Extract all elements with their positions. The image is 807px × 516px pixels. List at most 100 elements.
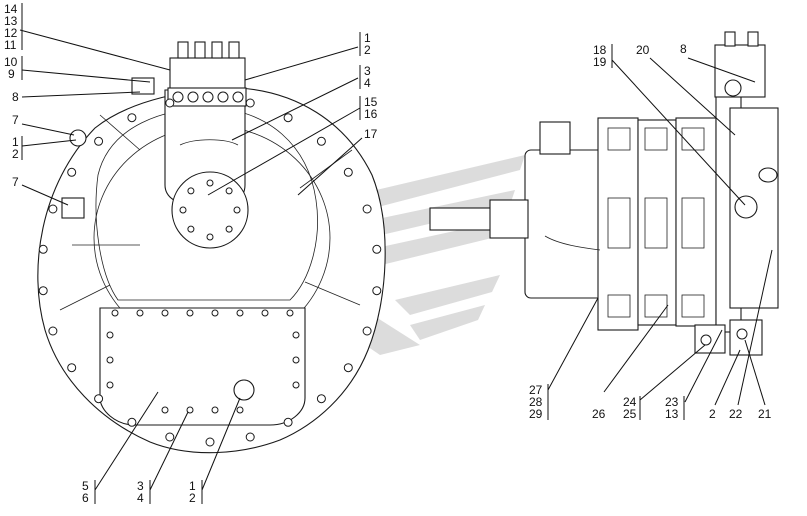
- callout-5-6: 5 6: [82, 479, 96, 505]
- bracket-hex-nut: [217, 91, 229, 103]
- flange-bolt-hole: [245, 98, 255, 108]
- side-fitting-lower: [61, 197, 85, 219]
- cover-bolt-hole: [161, 309, 169, 317]
- cover-bolt-hole: [292, 331, 300, 339]
- callout-label: 6: [82, 491, 89, 505]
- flange-bolt-hole: [48, 204, 58, 214]
- hub-bolt-hole: [225, 187, 233, 195]
- flange-bolt-hole: [343, 167, 353, 177]
- callout-label: 14: [4, 2, 18, 16]
- callout-3-4-top: 3 4: [359, 64, 371, 90]
- callout-label: 1: [364, 31, 371, 45]
- callout-14-13-12-11: 14 13 12 11: [4, 2, 23, 52]
- flange-bolt-hole: [67, 167, 77, 177]
- callout-label: 8: [12, 90, 19, 104]
- flange-bolt-hole: [316, 136, 326, 146]
- flange-bolt-hole: [205, 437, 215, 447]
- clutch-disc-segment: [607, 294, 631, 318]
- rear-valve-fitting-1: [724, 31, 736, 47]
- callout-label: 2: [189, 491, 196, 505]
- flange-bolt-hole: [127, 417, 137, 427]
- bracket-hex-nut: [187, 91, 199, 103]
- callout-label: 3: [137, 479, 144, 493]
- callout-26: 26: [592, 407, 606, 421]
- callout-label: 12: [4, 26, 18, 40]
- rear-filter: [734, 195, 758, 219]
- callout-8-left: 8: [12, 90, 19, 104]
- hub-bolt-hole: [206, 179, 214, 187]
- drain-plug: [233, 379, 255, 401]
- bottom-cover: [99, 307, 306, 426]
- housing-inner-web: [95, 107, 318, 301]
- callout-2-right: 2: [709, 407, 716, 421]
- callout-label: 10: [4, 55, 18, 69]
- hub-bolt-hole: [187, 225, 195, 233]
- cover-bolt-hole: [106, 381, 114, 389]
- flange-bolt-hole: [48, 326, 58, 336]
- clutch-disc-segment: [681, 127, 705, 151]
- cover-bolt-hole: [292, 381, 300, 389]
- cover-bolt-hole: [292, 356, 300, 364]
- flange-bolt-hole: [94, 394, 104, 404]
- callout-15-16: 15 16: [359, 95, 378, 121]
- valve-fitting-3: [211, 41, 223, 59]
- callout-label: 29: [529, 407, 543, 421]
- callout-label: 27: [529, 383, 543, 397]
- breather-plug: [69, 129, 87, 147]
- callout-27-28-29: 27 28 29: [529, 383, 549, 421]
- rib-lower-left: [59, 284, 111, 311]
- callout-7-lower: 7: [12, 175, 19, 189]
- cover-bolt-hole: [186, 406, 194, 414]
- flange-bolt-hole: [94, 136, 104, 146]
- clutch-disc-segment: [607, 197, 631, 249]
- valve-block: [169, 57, 246, 91]
- clutch-disc-segment: [607, 127, 631, 151]
- valve-fitting-1: [177, 41, 189, 59]
- callout-24-25: 24 25: [623, 395, 641, 421]
- callout-label: 7: [12, 113, 19, 127]
- rear-valve-fitting-2: [747, 31, 759, 47]
- valve-fitting-2: [194, 41, 206, 59]
- rib-upper-right: [299, 149, 353, 189]
- hub-bolt-hole: [187, 187, 195, 195]
- callout-10-9: 10 9: [4, 55, 23, 81]
- rear-hex-plug: [724, 79, 742, 97]
- cover-bolt-hole: [186, 309, 194, 317]
- flange-bolt-hole: [38, 286, 48, 296]
- bracket-hex-nut: [172, 91, 184, 103]
- converter-cap: [539, 121, 571, 155]
- callout-label: 1: [12, 135, 19, 149]
- callout-label: 2: [709, 407, 716, 421]
- callout-label: 21: [758, 407, 772, 421]
- flange-bolt-hole: [127, 113, 137, 123]
- flange-bolt-hole: [283, 113, 293, 123]
- callout-label: 3: [364, 64, 371, 78]
- callout-label: 7: [12, 175, 19, 189]
- hub-bolt-hole: [179, 206, 187, 214]
- cover-bolt-hole: [106, 331, 114, 339]
- callout-7-upper: 7: [12, 113, 19, 127]
- hub-bolt-hole: [233, 206, 241, 214]
- callout-label: 18: [593, 43, 607, 57]
- flange-bolt-hole: [165, 98, 175, 108]
- clutch-disc-segment: [644, 197, 668, 249]
- leader-lines: [19, 29, 773, 491]
- callout-label: 1: [189, 479, 196, 493]
- flange-bolt-hole: [38, 244, 48, 254]
- shaft-flange: [489, 199, 529, 239]
- flange-bolt-hole: [362, 204, 372, 214]
- flange-bolts: [38, 91, 382, 447]
- flange-bolt-hole: [245, 432, 255, 442]
- callout-label: 5: [82, 479, 89, 493]
- callout-label: 19: [593, 55, 607, 69]
- callout-label: 22: [729, 407, 743, 421]
- flange-bolt-hole: [316, 394, 326, 404]
- clutch-disc-segment: [681, 294, 705, 318]
- flange-bolt-hole: [372, 286, 382, 296]
- mount-bolt-right: [736, 328, 748, 340]
- bracket-hex-nut: [202, 91, 214, 103]
- valve-fitting-4: [228, 41, 240, 59]
- callout-label: 20: [636, 43, 650, 57]
- callout-1-2-left: 1 2: [12, 135, 23, 161]
- callout-label: 2: [12, 147, 19, 161]
